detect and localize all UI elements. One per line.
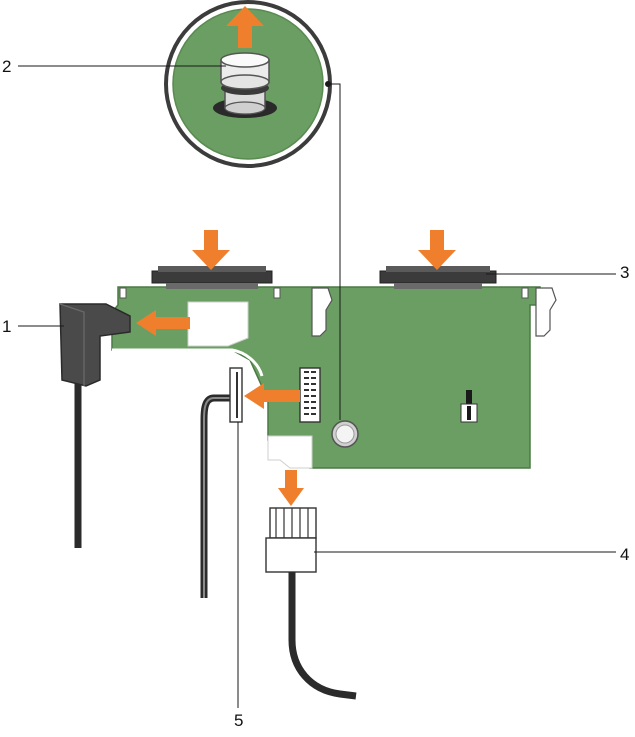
callout-2: 2 [2, 57, 12, 76]
leader-pin [328, 83, 341, 420]
callout-4: 4 [620, 545, 630, 564]
arrow-cable-5 [244, 383, 300, 409]
leader-lines [18, 65, 616, 708]
cable-5 [200, 367, 243, 598]
insert-arrow-left [192, 230, 230, 270]
board-jumper [460, 390, 478, 423]
insert-arrow-right [418, 230, 456, 270]
callout-5: 5 [234, 711, 244, 730]
power-socket [267, 435, 313, 469]
arrow-cable-1 [136, 310, 190, 336]
callout-3: 3 [620, 263, 630, 282]
release-pin [213, 52, 277, 118]
lift-arrow [226, 6, 264, 48]
magnifier-inset [164, 0, 332, 168]
drive-connector-right [379, 266, 497, 289]
cable-4 [265, 507, 357, 700]
signal-header [299, 367, 321, 423]
leader-pin-dot [325, 81, 331, 87]
board-release-pin [331, 420, 359, 448]
arrow-cable-4 [278, 470, 304, 506]
drive-connector-left [151, 266, 273, 289]
callout-1: 1 [2, 317, 12, 336]
cable-1 [59, 303, 131, 548]
